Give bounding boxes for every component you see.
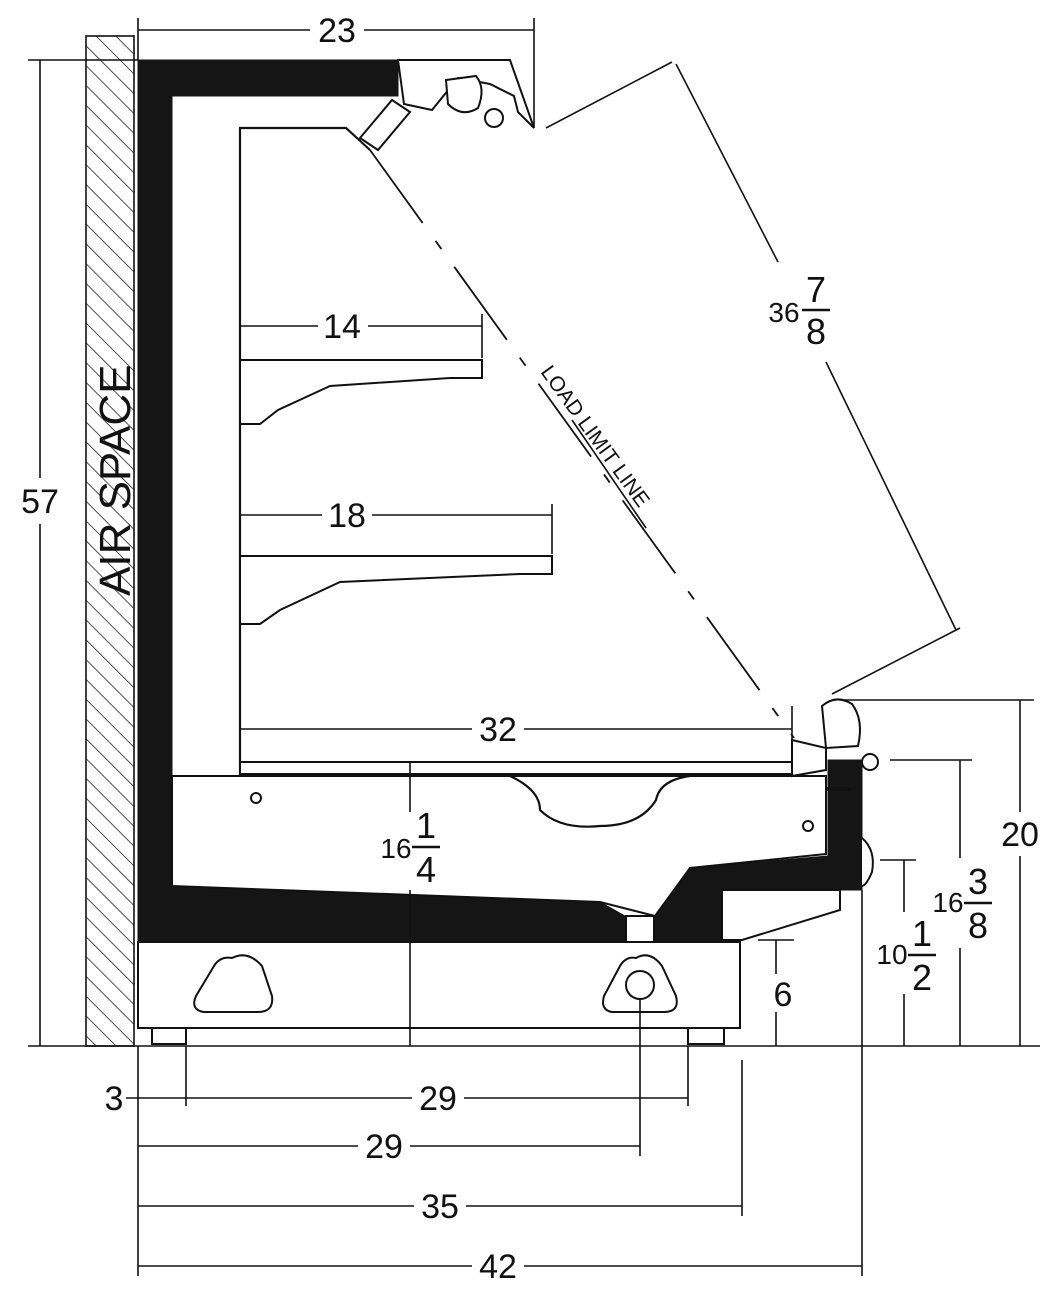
dim-sill-den: 2	[912, 957, 932, 998]
canopy-arm	[358, 98, 412, 152]
dim-bumper-den: 8	[968, 905, 988, 946]
light-tube-icon	[484, 108, 504, 128]
drain-icon	[625, 970, 655, 1000]
deck-hole-right	[802, 820, 814, 832]
dim-drain-offset: 29	[365, 1128, 403, 1166]
dim-diag-line-top	[675, 63, 779, 263]
dim-front-height: 20	[1001, 816, 1039, 854]
dim-shelf-upper: 14	[323, 308, 361, 346]
dim-sill-whole: 10	[876, 939, 907, 970]
dim-deck-height-den: 4	[416, 849, 436, 890]
deck-shelf	[239, 761, 793, 775]
dim-diag-line-bottom	[825, 361, 957, 631]
dim-deck-height-num: 1	[416, 805, 436, 846]
dim-base-height: 6	[774, 976, 793, 1014]
dim-shelf-middle: 18	[328, 497, 366, 535]
dim-total-height: 57	[21, 483, 59, 521]
light-housing	[444, 74, 483, 114]
front-foot	[687, 1027, 725, 1045]
dim-diag-num: 7	[806, 269, 826, 310]
back-panel	[238, 126, 371, 776]
front-glass	[791, 738, 827, 778]
deck-pan	[171, 775, 851, 918]
base-vent-left	[193, 954, 274, 1013]
bumper-light-icon	[861, 753, 879, 771]
rear-foot	[151, 1027, 187, 1045]
deck-cutout	[509, 774, 691, 828]
dim-top-width: 23	[318, 12, 356, 50]
dim-diag-den: 8	[806, 311, 826, 352]
dim-bumper-whole: 16	[932, 887, 963, 918]
dim-base-depth: 35	[421, 1188, 459, 1226]
dim-overall-depth: 42	[479, 1248, 517, 1286]
dim-rear-offset: 3	[105, 1080, 124, 1118]
dim-diag-ext-bottom	[831, 627, 961, 695]
dim-diag-whole: 36	[768, 297, 799, 328]
dim-sill-num: 1	[912, 913, 932, 954]
wall-hatch	[85, 35, 135, 1047]
air-space-label: AIR SPACE	[91, 365, 140, 596]
base-step	[721, 889, 841, 941]
dim-deck: 32	[479, 711, 517, 749]
load-limit-label: LOAD LIMIT LINE	[536, 361, 654, 511]
front-bumper	[820, 698, 861, 750]
shelf-upper	[239, 359, 483, 425]
deck-hole-left	[250, 792, 262, 804]
sill-rail	[861, 837, 874, 887]
load-limit-underline	[571, 419, 647, 529]
load-limit-line	[369, 149, 795, 739]
dim-leg-span: 29	[419, 1080, 457, 1118]
canopy	[396, 59, 535, 129]
shelf-middle	[239, 555, 553, 625]
dim-bumper-num: 3	[968, 861, 988, 902]
drain-pipe	[625, 915, 655, 943]
dim-diag-ext-top	[545, 61, 673, 129]
dim-deck-height-whole: 16	[380, 833, 411, 864]
